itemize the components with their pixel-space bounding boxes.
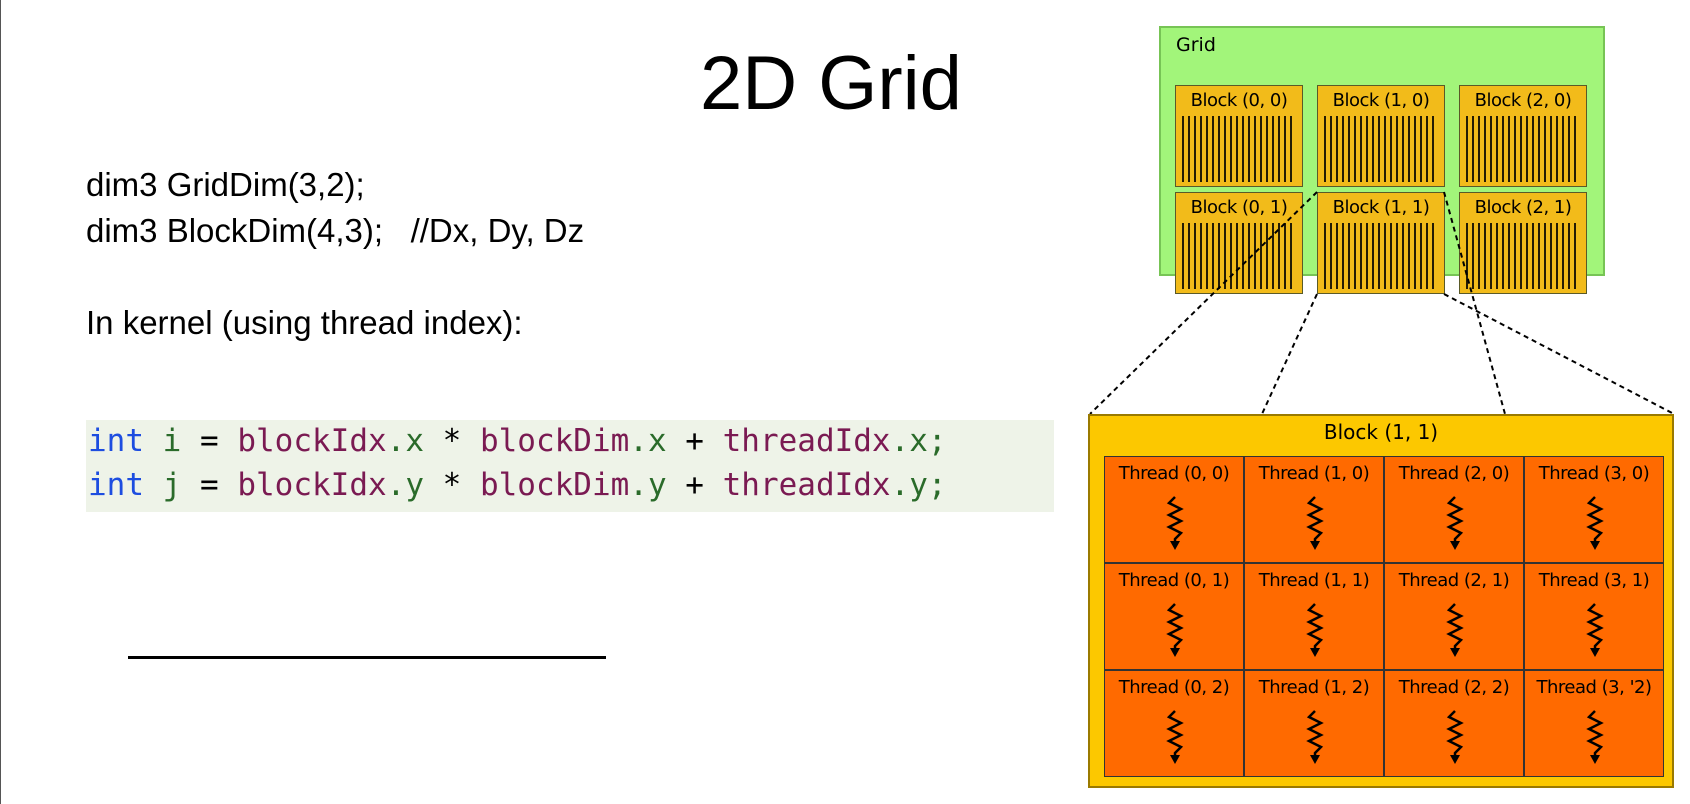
kernel-heading: In kernel (using thread index):: [86, 304, 523, 341]
block-dim-line: dim3 BlockDim(4,3); //Dx, Dy, Dz: [86, 212, 585, 249]
code-builtin: blockIdx: [237, 467, 387, 503]
code-member: .y;: [890, 467, 947, 503]
thread-cell: Thread (1, 2): [1244, 670, 1384, 777]
thread-cell: Thread (0, 2): [1104, 670, 1244, 777]
thread-label: Thread (0, 1): [1118, 570, 1230, 591]
thread-label: Thread (1, 0): [1258, 463, 1370, 484]
thread-cell: Thread (1, 1): [1244, 563, 1384, 670]
thread-label: Thread (1, 2): [1258, 677, 1370, 698]
thread-label: Thread (3, 1): [1538, 570, 1650, 591]
thread-cell: Thread (2, 1): [1384, 563, 1524, 670]
thread-arrow-icon: [1166, 603, 1184, 657]
code-builtin: threadIdx: [722, 423, 891, 459]
code-token: =: [181, 467, 238, 503]
block-label: Block (1, 0): [1332, 90, 1430, 111]
grid-dim-line: dim3 GridDim(3,2);: [86, 166, 365, 203]
thread-arrow-icon: [1586, 710, 1604, 764]
thread-arrow-icon: [1306, 496, 1324, 550]
code-block: [86, 420, 1054, 512]
thread-squiggles: [1182, 116, 1296, 182]
code-token: *: [423, 467, 480, 503]
thread-label: Thread (3, '2): [1536, 677, 1652, 698]
thread-arrow-icon: [1446, 603, 1464, 657]
code-member: .y: [629, 467, 667, 503]
block-2-0: Block (2, 0): [1459, 85, 1587, 187]
code-line-i: int i = blockIdx.x * blockDim.x + thread…: [88, 423, 947, 459]
connector-line: [1443, 293, 1675, 415]
code-builtin: blockDim: [479, 467, 630, 503]
thread-arrow-icon: [1306, 603, 1324, 657]
thread-squiggles: [1324, 223, 1438, 289]
thread-label: Thread (2, 1): [1398, 570, 1510, 591]
code-keyword: int: [88, 467, 144, 503]
thread-squiggles: [1466, 223, 1580, 289]
block-label: Block (0, 1): [1190, 197, 1288, 218]
code-member: .x: [386, 423, 424, 459]
block-2-1: Block (2, 1): [1459, 192, 1587, 294]
divider-line: [128, 656, 606, 659]
thread-label: Thread (0, 0): [1118, 463, 1230, 484]
thread-label: Thread (3, 0): [1538, 463, 1650, 484]
block-label: Block (0, 0): [1190, 90, 1288, 111]
code-variable: i: [162, 423, 182, 459]
slide-title: 2D Grid: [700, 41, 962, 126]
thread-label: Thread (2, 2): [1398, 677, 1510, 698]
thread-arrow-icon: [1586, 496, 1604, 550]
code-line-j: int j = blockIdx.y * blockDim.y + thread…: [88, 467, 947, 503]
code-token: +: [666, 423, 723, 459]
code-member: .x;: [890, 423, 947, 459]
block-label: Block (2, 1): [1474, 197, 1572, 218]
thread-cell: Thread (0, 0): [1104, 456, 1244, 563]
block-1-0: Block (1, 0): [1317, 85, 1445, 187]
code-builtin: blockDim: [479, 423, 630, 459]
slide-left-border: [0, 0, 1, 804]
connector-line: [1443, 191, 1506, 415]
expanded-block-label: Block (1, 1): [1323, 420, 1439, 444]
code-builtin: blockIdx: [237, 423, 387, 459]
code-keyword: int: [88, 423, 144, 459]
code-token: +: [666, 467, 723, 503]
thread-arrow-icon: [1446, 710, 1464, 764]
code-member: .y: [386, 467, 424, 503]
thread-arrow-icon: [1166, 710, 1184, 764]
thread-squiggles: [1324, 116, 1438, 182]
block-1-1: Block (1, 1): [1317, 192, 1445, 294]
thread-cell: Thread (3, 1): [1524, 563, 1664, 670]
code-token: *: [423, 423, 480, 459]
thread-squiggles: [1466, 116, 1580, 182]
code-builtin: threadIdx: [722, 467, 891, 503]
thread-label: Thread (1, 1): [1258, 570, 1370, 591]
code-token: =: [181, 423, 238, 459]
thread-cell: Thread (2, 2): [1384, 670, 1524, 777]
thread-arrow-icon: [1446, 496, 1464, 550]
thread-cell: Thread (3, '2): [1524, 670, 1664, 777]
thread-cell: Thread (1, 0): [1244, 456, 1384, 563]
grid-label: Grid: [1176, 34, 1216, 56]
thread-arrow-icon: [1306, 710, 1324, 764]
thread-cell: Thread (2, 0): [1384, 456, 1524, 563]
thread-cell: Thread (3, 0): [1524, 456, 1664, 563]
connector-line: [1261, 293, 1318, 415]
thread-cell: Thread (0, 1): [1104, 563, 1244, 670]
thread-label: Thread (0, 2): [1118, 677, 1230, 698]
block-0-0: Block (0, 0): [1175, 85, 1303, 187]
thread-arrow-icon: [1166, 496, 1184, 550]
block-0-1: Block (0, 1): [1175, 192, 1303, 294]
block-label: Block (2, 0): [1474, 90, 1572, 111]
thread-squiggles: [1182, 223, 1296, 289]
connector-line: [1089, 191, 1318, 415]
code-member: .x: [629, 423, 667, 459]
code-variable: j: [162, 467, 182, 503]
thread-arrow-icon: [1586, 603, 1604, 657]
block-label: Block (1, 1): [1332, 197, 1430, 218]
thread-label: Thread (2, 0): [1398, 463, 1510, 484]
